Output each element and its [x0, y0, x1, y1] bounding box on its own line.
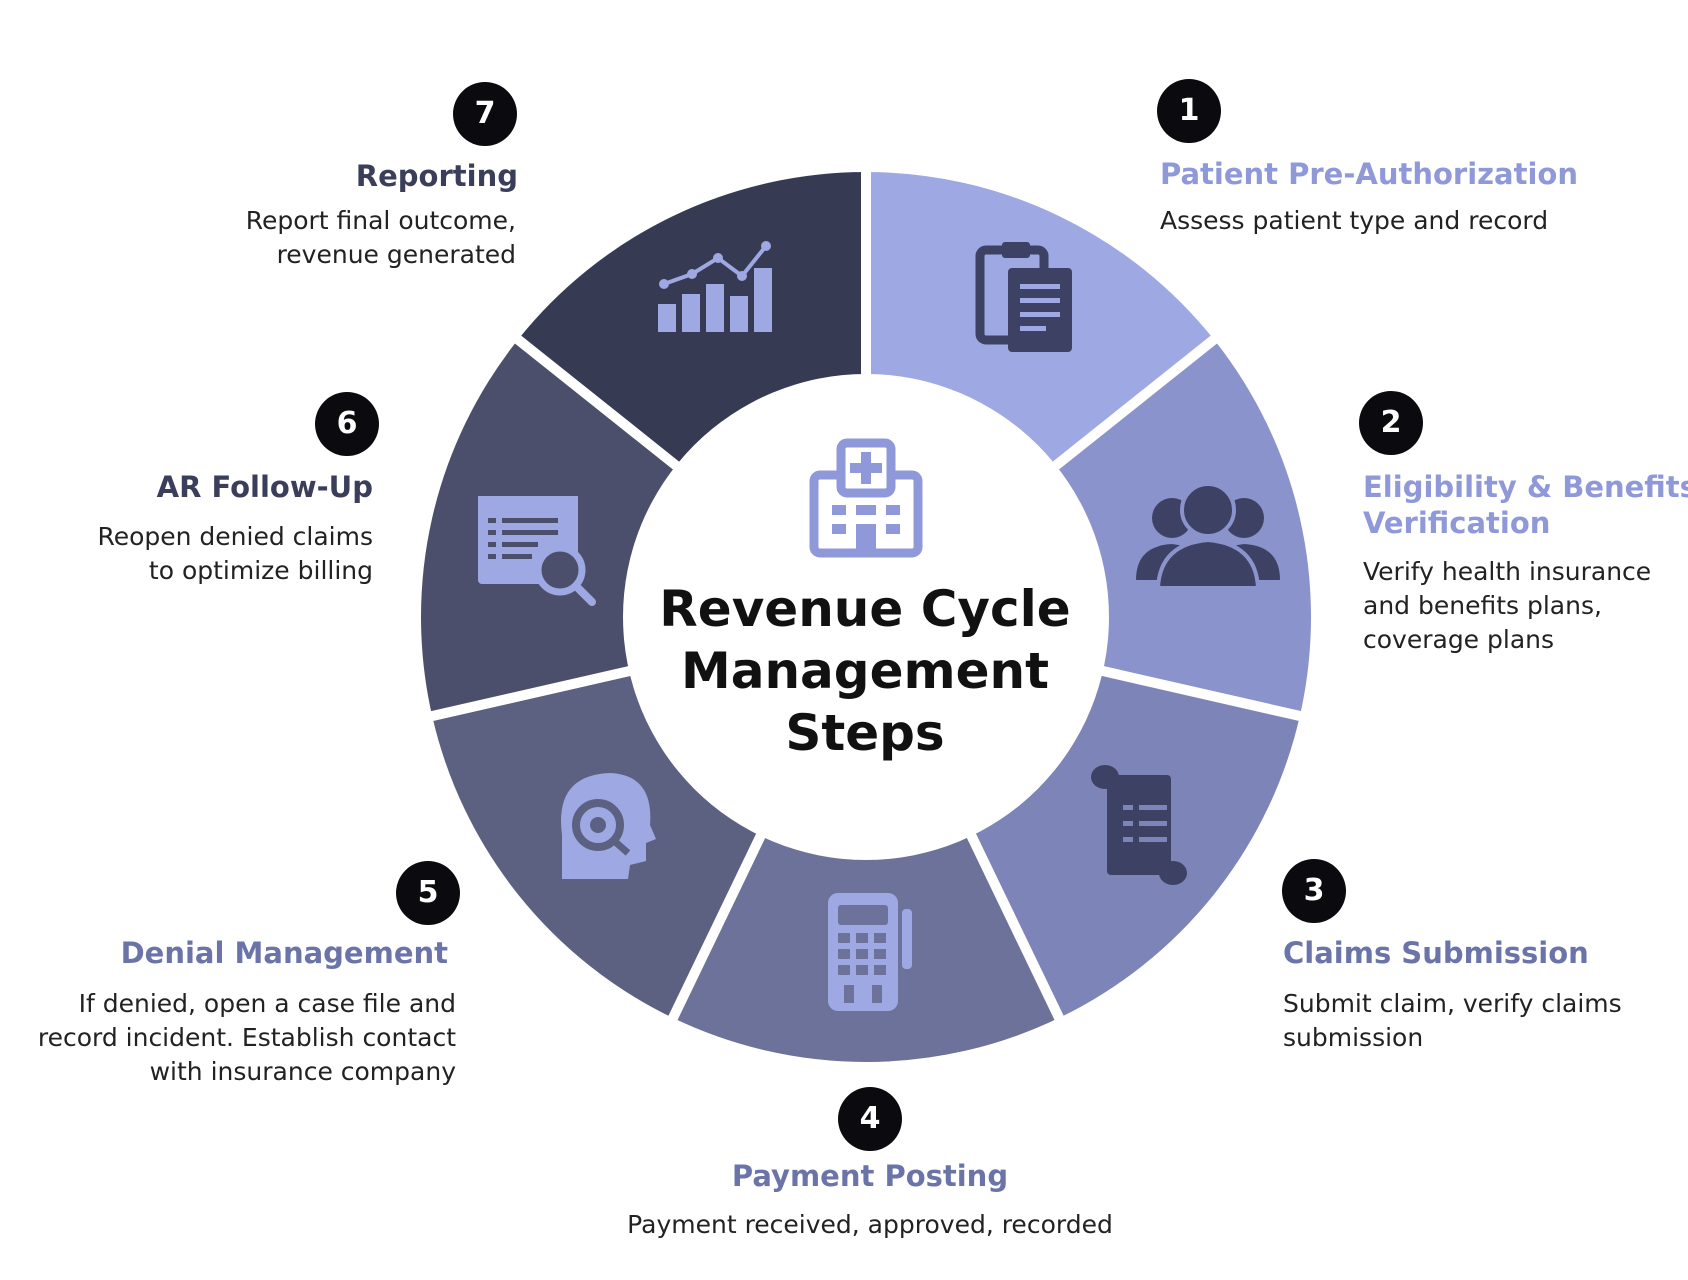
scroll-icon: [1091, 765, 1187, 885]
step-title-line: Payment Posting: [731, 1159, 1009, 1193]
step-2-badge: 2: [1359, 391, 1423, 455]
step-desc-line: Submit claim, verify claims: [1283, 989, 1622, 1018]
step-6-description: Reopen denied claims to optimize billing: [60, 520, 373, 588]
step-1-description: Assess patient type and record: [1160, 204, 1548, 238]
clipboard-icon: [975, 242, 1072, 352]
step-desc-line: with insurance company: [149, 1057, 456, 1086]
bar-chart-icon: [658, 241, 772, 332]
step-4-description: Payment received, approved, recorded: [570, 1208, 1170, 1242]
step-3-badge: 3: [1282, 859, 1346, 923]
step-7-description: Report final outcome, revenue generated: [200, 204, 516, 272]
step-3-description: Submit claim, verify claims submission: [1283, 987, 1622, 1055]
step-title-line: Denial Management: [120, 936, 448, 970]
step-title-line: AR Follow-Up: [156, 470, 373, 504]
title-line: Steps: [785, 704, 945, 762]
hospital-icon: [809, 438, 923, 558]
document-search-icon: [478, 496, 596, 606]
step-desc-line: Verify health insurance: [1363, 557, 1652, 586]
step-desc-line: Report final outcome,: [245, 206, 516, 235]
step-desc-line: submission: [1283, 1023, 1424, 1052]
step-1-title: Patient Pre-Authorization: [1160, 156, 1578, 192]
payment-terminal-icon: [828, 893, 912, 1011]
step-desc-line: Assess patient type and record: [1160, 206, 1549, 235]
step-7-title: Reporting: [200, 158, 518, 194]
step-2-title: Eligibility & Benefits Verification: [1363, 469, 1688, 541]
step-6-title: AR Follow-Up: [60, 469, 373, 505]
step-3-title: Claims Submission: [1283, 935, 1589, 971]
step-5-title: Denial Management: [40, 935, 448, 971]
step-5-description: If denied, open a case file and record i…: [10, 987, 456, 1089]
step-desc-line: If denied, open a case file and: [78, 989, 456, 1018]
step-1-badge: 1: [1157, 79, 1221, 143]
title-line: Revenue Cycle: [659, 580, 1071, 638]
step-7-badge: 7: [453, 82, 517, 146]
step-6-badge: 6: [315, 392, 379, 456]
step-desc-line: coverage plans: [1363, 625, 1555, 654]
step-4-title: Payment Posting: [620, 1158, 1120, 1194]
step-desc-line: and benefits plans,: [1363, 591, 1602, 620]
title-line: Management: [680, 642, 1050, 700]
step-5-badge: 5: [396, 861, 460, 925]
step-title-line: Verification: [1363, 506, 1551, 540]
step-desc-line: Reopen denied claims: [97, 522, 373, 551]
step-title-line: Claims Submission: [1283, 936, 1589, 970]
step-desc-line: record incident. Establish contact: [37, 1023, 456, 1052]
diagram-title: Revenue Cycle Management Steps: [640, 578, 1090, 764]
step-desc-line: revenue generated: [276, 240, 516, 269]
step-4-badge: 4: [838, 1087, 902, 1151]
step-title-line: Eligibility & Benefits: [1363, 470, 1688, 504]
people-icon: [1136, 482, 1280, 590]
step-desc-line: to optimize billing: [148, 556, 373, 585]
headset-person-icon: [561, 773, 656, 879]
step-2-description: Verify health insurance and benefits pla…: [1363, 555, 1651, 657]
step-title-line: Reporting: [355, 159, 518, 193]
step-title-line: Patient Pre-Authorization: [1160, 157, 1578, 191]
step-desc-line: Payment received, approved, recorded: [627, 1210, 1113, 1239]
center-circle: [623, 374, 1109, 860]
